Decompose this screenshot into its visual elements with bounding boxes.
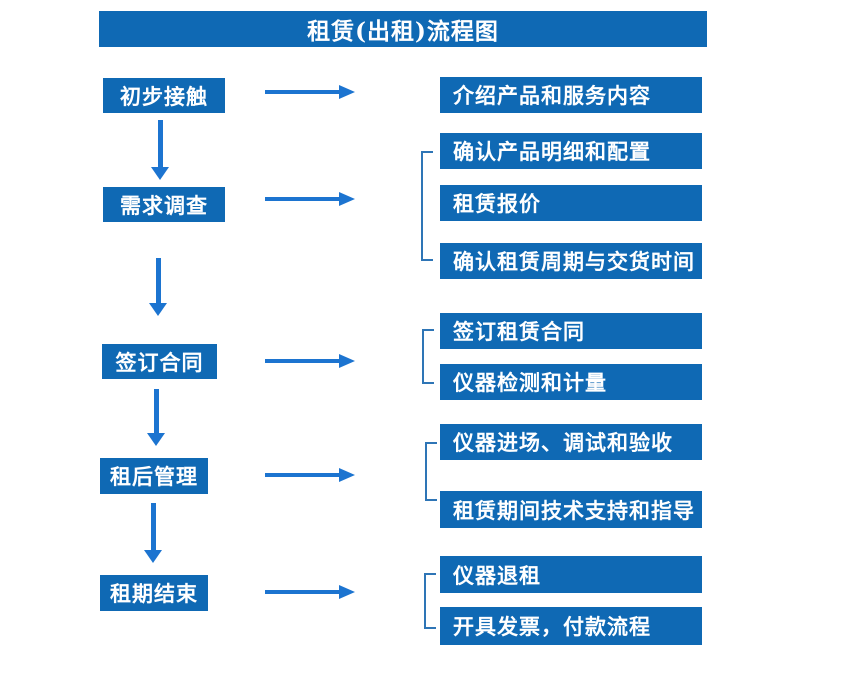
group-bracket-sign-contract [422,329,434,384]
right-arrow-2 [265,192,355,206]
arrow-shaft [265,359,341,363]
step-box-initial-contact: 初步接触 [103,78,225,113]
group-bracket-demand-survey [421,151,433,261]
detail-box-invoice-payment: 开具发票，付款流程 [440,607,702,645]
group-bracket-rental-end [424,573,436,629]
down-arrow-3 [146,389,166,446]
right-arrow-3 [265,354,355,368]
detail-box-introduce-products: 介绍产品和服务内容 [440,77,702,113]
step-box-sign-contract: 签订合同 [102,344,217,379]
down-arrow-1 [150,120,170,180]
right-arrow-5 [265,585,355,599]
arrow-shaft [265,590,341,594]
down-arrow-4 [143,503,163,563]
arrow-shaft [154,389,159,434]
detail-box-instrument-setup-acceptance: 仪器进场、调试和验收 [440,424,702,460]
arrow-head-icon [339,192,355,206]
diagram-title-bar: 租赁(出租)流程图 [99,11,707,47]
down-arrow-2 [148,258,168,316]
arrow-shaft [151,503,156,551]
arrow-shaft [158,120,163,168]
detail-box-tech-support: 租赁期间技术支持和指导 [440,491,702,528]
arrow-head-icon [339,468,355,482]
detail-box-rental-quote: 租赁报价 [440,185,702,221]
arrow-head-icon [339,85,355,99]
arrow-shaft [265,473,341,477]
step-box-post-rental-management: 租后管理 [100,458,208,494]
arrow-head-icon [151,167,169,180]
right-arrow-1 [265,85,355,99]
detail-box-instrument-testing: 仪器检测和计量 [440,364,702,400]
arrow-head-icon [339,354,355,368]
right-arrow-4 [265,468,355,482]
arrow-head-icon [149,303,167,316]
arrow-shaft [156,258,161,304]
arrow-head-icon [147,433,165,446]
detail-box-sign-rental-contract: 签订租赁合同 [440,313,702,349]
detail-box-confirm-period-delivery: 确认租赁周期与交货时间 [440,243,702,279]
detail-box-instrument-return: 仪器退租 [440,556,702,593]
arrow-shaft [265,90,341,94]
arrow-shaft [265,197,341,201]
group-bracket-post-rental [425,442,437,501]
step-box-rental-end: 租期结束 [100,575,208,611]
diagram-title: 租赁(出租)流程图 [307,18,499,45]
arrow-head-icon [144,550,162,563]
detail-box-confirm-product-config: 确认产品明细和配置 [440,133,702,169]
step-box-demand-survey: 需求调查 [103,187,225,222]
arrow-head-icon [339,585,355,599]
